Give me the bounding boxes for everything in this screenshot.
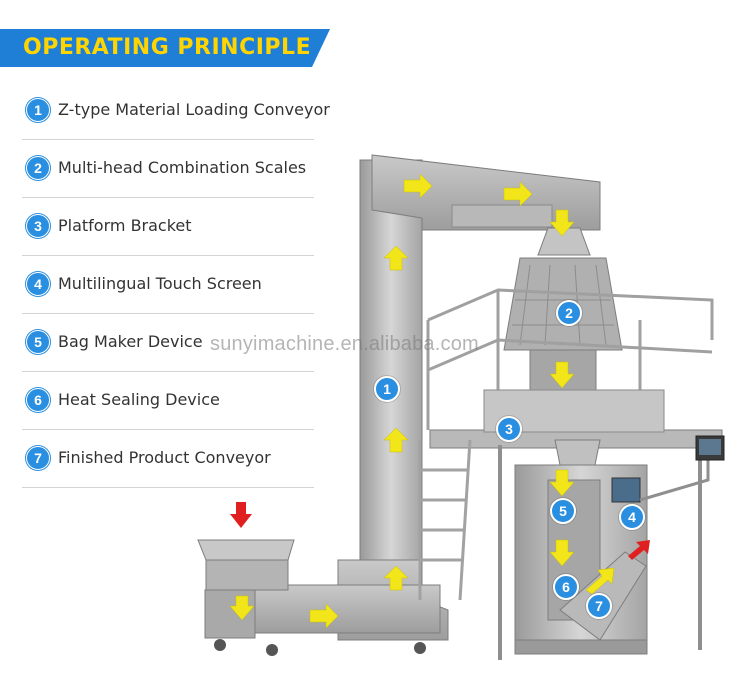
header-banner: OPERATING PRINCIPLE <box>0 29 330 67</box>
callout-2: 2 <box>556 300 582 326</box>
legend-item: 2 Multi-head Combination Scales <box>22 140 314 198</box>
legend-item: 5 Bag Maker Device <box>22 314 314 372</box>
number-badge: 6 <box>26 388 50 412</box>
legend-label: Multilingual Touch Screen <box>58 274 262 293</box>
callout-3: 3 <box>496 416 522 442</box>
number-badge: 4 <box>26 272 50 296</box>
callout-6: 6 <box>553 574 579 600</box>
packaging-machine-illustration <box>197 154 725 660</box>
callout-7: 7 <box>586 593 612 619</box>
flow-arrows <box>229 173 615 629</box>
component-legend: 1 Z-type Material Loading Conveyor 2 Mul… <box>22 82 330 488</box>
number-badge: 7 <box>26 446 50 470</box>
number-badge: 5 <box>26 330 50 354</box>
banner-shape <box>0 29 330 67</box>
number-badge: 3 <box>26 214 50 238</box>
red-arrows <box>230 502 650 560</box>
legend-item: 4 Multilingual Touch Screen <box>22 256 314 314</box>
legend-label: Finished Product Conveyor <box>58 448 271 467</box>
legend-item: 7 Finished Product Conveyor <box>22 430 314 488</box>
watermark: sunyimachine.en.alibaba.com <box>210 333 479 355</box>
legend-label: Platform Bracket <box>58 216 192 235</box>
touch-screen <box>639 435 725 502</box>
callout-5: 5 <box>550 498 576 524</box>
legend-label: Z-type Material Loading Conveyor <box>58 100 330 119</box>
callout-4: 4 <box>619 504 645 530</box>
platform-bracket <box>426 288 714 430</box>
page-title: OPERATING PRINCIPLE <box>23 35 312 60</box>
legend-label: Bag Maker Device <box>58 332 203 351</box>
number-badge: 2 <box>26 156 50 180</box>
number-badge: 1 <box>26 98 50 122</box>
legend-item: 1 Z-type Material Loading Conveyor <box>22 82 330 140</box>
legend-label: Multi-head Combination Scales <box>58 158 307 177</box>
legend-item: 3 Platform Bracket <box>22 198 314 256</box>
legend-label: Heat Sealing Device <box>58 390 220 409</box>
callout-1: 1 <box>374 376 400 402</box>
ladder <box>418 439 472 601</box>
legend-item: 6 Heat Sealing Device <box>22 372 314 430</box>
packing-machine <box>514 439 648 655</box>
